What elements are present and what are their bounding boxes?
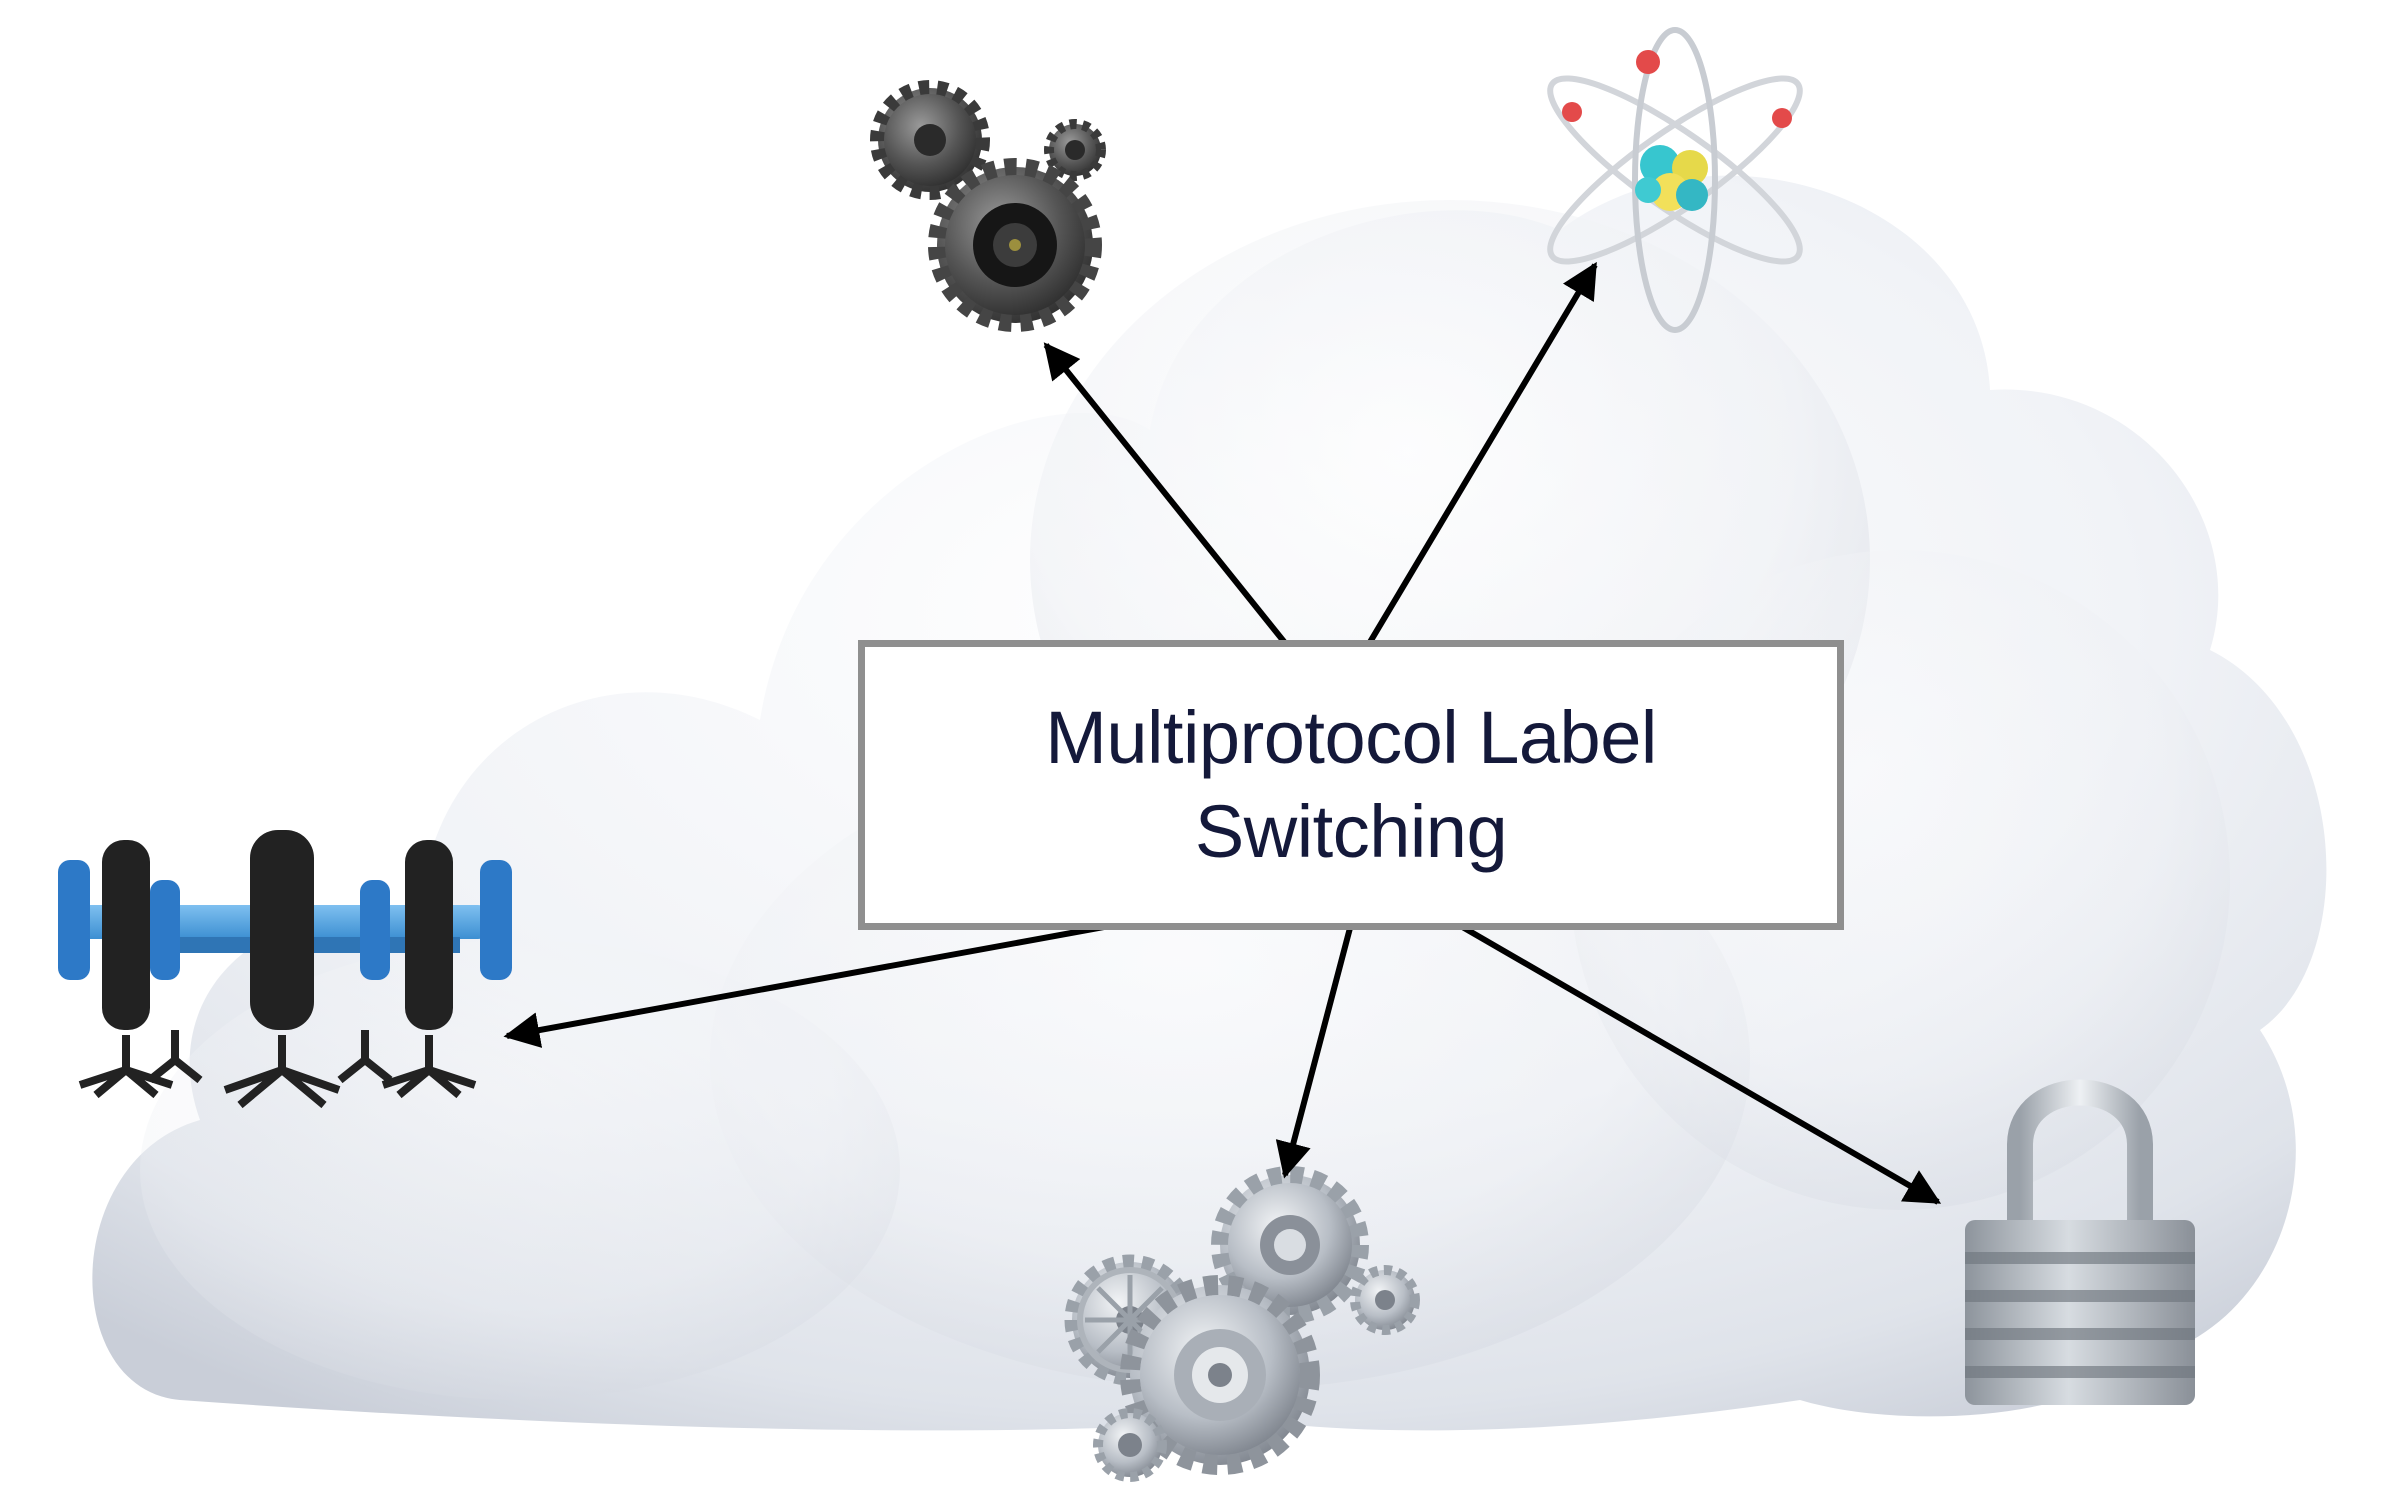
center-label-line-1: Multiprotocol Label [1045,696,1657,779]
small-gear-left [870,80,990,200]
center-label-line-2: Switching [1194,790,1508,873]
chair-legs [78,1030,477,1109]
arrow-to-gears-silver [1275,889,1363,1179]
gears-dark-icon [870,80,1106,332]
gear-main [1120,1275,1320,1475]
arrow-to-padlock [1393,885,1942,1205]
arrows [503,261,1942,1205]
tiny-gear-right [1044,119,1106,181]
arrow-to-atom [1342,261,1598,686]
gear-upper-right [1211,1166,1369,1324]
center-label-box: Multiprotocol Label Switching [858,640,1844,930]
chair-front-row [102,830,453,1030]
padlock-icon [1965,1079,2195,1405]
chair-back-row [58,860,512,980]
atom-icon [1547,27,1803,333]
large-gear-center [928,158,1102,332]
gear-small-bottom [1093,1408,1167,1482]
gears-silver-icon [1064,1166,1420,1482]
conference-room-icon [58,830,512,1109]
gear-small-right [1350,1265,1420,1335]
arrow-to-gears-dark [1043,342,1321,686]
